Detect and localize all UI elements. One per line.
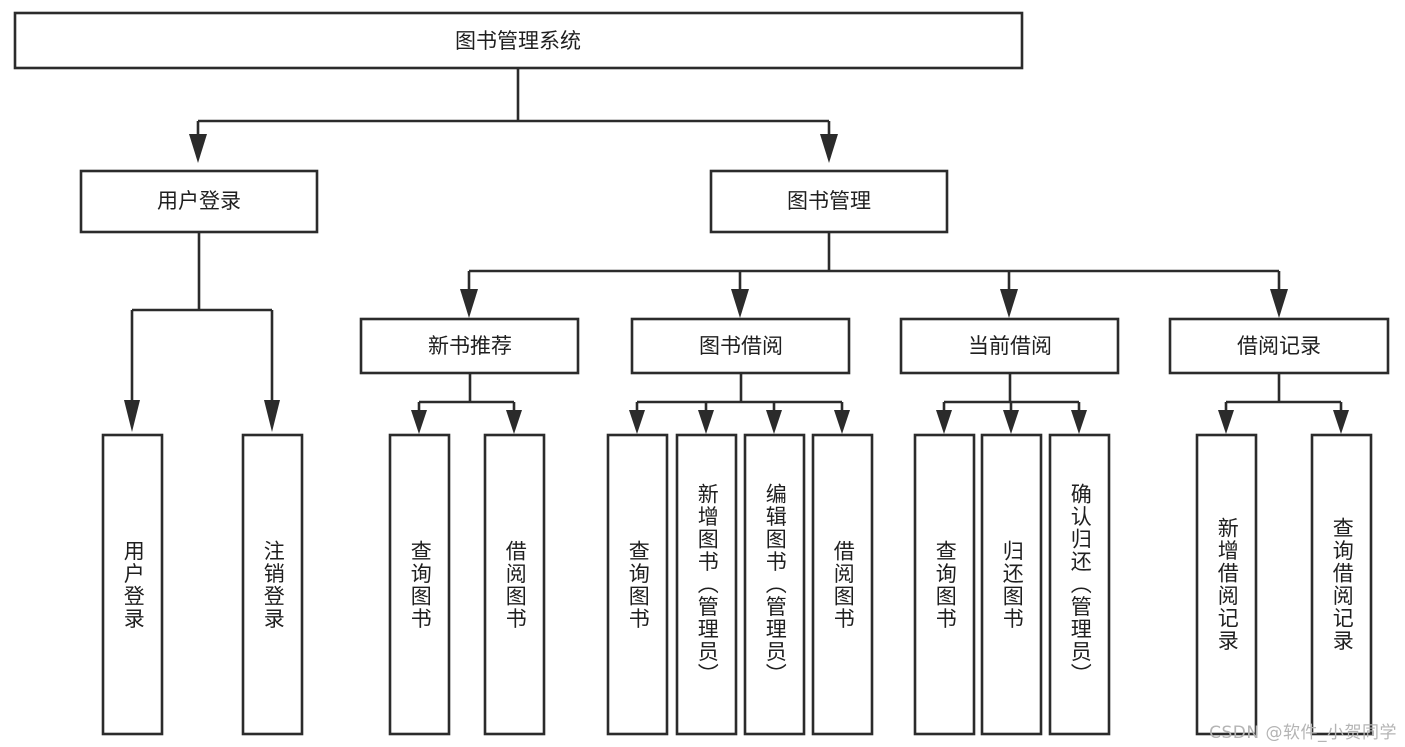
node-current-borrow-label: 当前借阅 (968, 334, 1052, 358)
leaf-box-query-book-2[interactable] (606, 433, 669, 736)
node-user-login-label: 用户登录 (157, 189, 241, 213)
arrow-head-leaf-borrow-book-2 (834, 410, 850, 434)
arrow-head-leaf-borrow-book-1 (506, 410, 522, 434)
connector-book-manage-children (460, 232, 1288, 318)
node-borrow-record[interactable]: 借阅记录 (1168, 317, 1390, 375)
leaf-box-borrow-book-1[interactable] (483, 433, 546, 736)
node-book-borrow-label: 图书借阅 (699, 334, 783, 358)
leaf-box-query-book-3[interactable] (913, 433, 976, 736)
node-borrow-record-box[interactable] (1168, 317, 1390, 375)
leaf-box-return-book[interactable] (980, 433, 1043, 736)
node-book-manage-label: 图书管理 (787, 189, 871, 213)
arrow-head-leaf-return-book (1003, 410, 1019, 434)
leaf-box-user-login[interactable] (101, 433, 164, 736)
leaf-box-query-book-1[interactable] (388, 433, 451, 736)
arrow-head-book-manage (820, 134, 838, 163)
connector-new-book-recommend-children (411, 373, 522, 434)
node-new-book-recommend-label: 新书推荐 (428, 334, 512, 358)
arrow-head-leaf-query-book-1 (411, 410, 427, 434)
connector-current-borrow-children (936, 373, 1087, 434)
node-borrow-record-label: 借阅记录 (1237, 334, 1321, 358)
arrow-head-leaf-query-book-3 (936, 410, 952, 434)
leaf-box-query-record[interactable] (1310, 433, 1373, 736)
arrow-head-book-borrow (731, 289, 749, 318)
connector-user-login-children (124, 232, 280, 432)
connector-root-bus (189, 68, 838, 163)
node-user-login[interactable]: 用户登录 (79, 169, 319, 234)
leaf-box-borrow-book-2[interactable] (811, 433, 874, 736)
arrow-head-leaf-add-record (1218, 410, 1234, 434)
arrow-head-current-borrow (1000, 289, 1018, 318)
watermark-text: CSDN @软件_小贺同学 (1209, 723, 1397, 743)
connector-book-borrow-children (629, 373, 850, 434)
node-book-borrow[interactable]: 图书借阅 (630, 317, 851, 375)
arrow-head-borrow-record (1270, 289, 1288, 318)
leaf-box-user-logout[interactable] (241, 433, 304, 736)
arrow-head-leaf-user-logout (264, 400, 280, 432)
arrow-head-new-book-recommend (460, 289, 478, 318)
node-book-manage[interactable]: 图书管理 (709, 169, 949, 234)
arrow-head-leaf-user-login (124, 400, 140, 432)
connector-borrow-record-children (1218, 373, 1349, 434)
node-root[interactable]: 图书管理系统 (13, 11, 1024, 70)
node-book-borrow-box[interactable] (630, 317, 851, 375)
node-book-manage-box[interactable] (709, 169, 949, 234)
node-current-borrow[interactable]: 当前借阅 (899, 317, 1120, 375)
leaf-box-add-record[interactable] (1195, 433, 1258, 736)
node-new-book-recommend[interactable]: 新书推荐 (359, 317, 580, 375)
leaf-box-add-book[interactable] (675, 433, 738, 736)
arrow-head-leaf-edit-book (766, 410, 782, 434)
arrow-head-user-login (189, 134, 207, 163)
arrow-head-leaf-query-book-2 (629, 410, 645, 434)
arrow-head-leaf-query-record (1333, 410, 1349, 434)
arrow-head-leaf-confirm-return (1071, 410, 1087, 434)
leaf-box-edit-book[interactable] (743, 433, 806, 736)
node-new-book-recommend-box[interactable] (359, 317, 580, 375)
arrow-head-leaf-add-book (698, 410, 714, 434)
node-current-borrow-box[interactable] (899, 317, 1120, 375)
node-root-box[interactable] (13, 11, 1024, 70)
leaf-box-confirm-return[interactable] (1048, 433, 1111, 736)
node-root-label: 图书管理系统 (455, 29, 581, 53)
